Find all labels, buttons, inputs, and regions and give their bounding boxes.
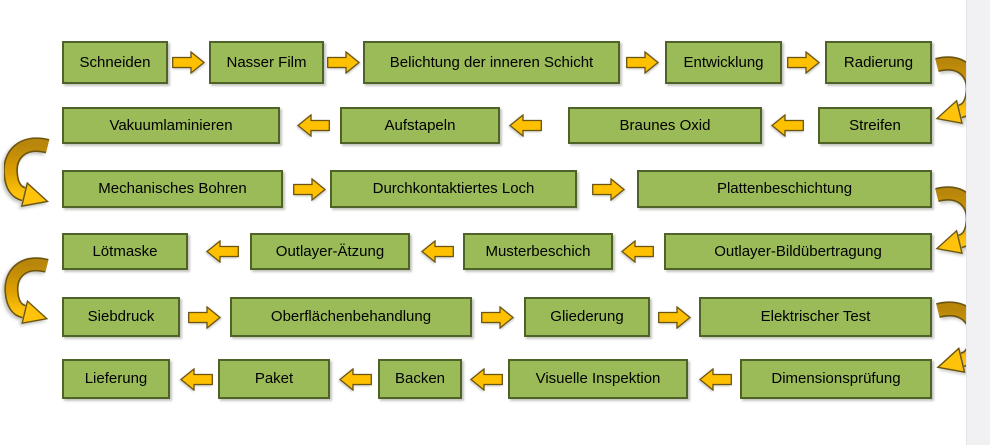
step-label: Aufstapeln [384, 116, 456, 134]
step-label: Gliederung [550, 308, 624, 326]
step-label: Paket [254, 370, 294, 388]
arrow-right-icon [626, 51, 659, 74]
step-label: Siebdruck [87, 308, 155, 326]
step-label: Musterbeschich [485, 242, 591, 260]
step-label: Lötmaske [92, 242, 158, 260]
step-label: Durchkontaktiertes Loch [372, 180, 535, 198]
arrow-left-icon [621, 240, 654, 263]
step-belichtung-der-inneren-schicht: Belichtung der inneren Schicht [363, 41, 620, 84]
step-visuelle-inspektion: Visuelle Inspektion [508, 359, 688, 399]
step-entwicklung: Entwicklung [665, 41, 782, 84]
step-label: Nasser Film [226, 53, 307, 71]
step-label: Dimensionsprüfung [771, 370, 901, 388]
arrow-left-icon [771, 114, 804, 137]
step-label: Elektrischer Test [760, 308, 871, 326]
step-lieferung: Lieferung [62, 359, 170, 399]
arrow-right-icon [327, 51, 360, 74]
step-label: Plattenbeschichtung [716, 180, 853, 198]
arrow-left-icon [699, 368, 732, 391]
arrow-right-icon [481, 306, 514, 329]
arrow-left-icon [180, 368, 213, 391]
step-label: Lieferung [84, 370, 148, 388]
step-braunes-oxid: Braunes Oxid [568, 107, 762, 144]
step-radierung: Radierung [825, 41, 932, 84]
arrow-left-icon [509, 114, 542, 137]
arrow-left-icon [206, 240, 239, 263]
step-paket: Paket [218, 359, 330, 399]
arrow-right-icon [592, 178, 625, 201]
step-mechanisches-bohren: Mechanisches Bohren [62, 170, 283, 208]
step-schneiden: Schneiden [62, 41, 168, 84]
step-siebdruck: Siebdruck [62, 297, 180, 337]
step-dimensionsprufung: Dimensionsprüfung [740, 359, 932, 399]
arrow-right-icon [787, 51, 820, 74]
arrow-left-icon [297, 114, 330, 137]
step-label: Entwicklung [683, 53, 764, 71]
right-margin-strip [966, 0, 990, 445]
step-label: Schneiden [79, 53, 151, 71]
step-label: Oberflächenbehandlung [270, 308, 432, 326]
arrow-left-icon [421, 240, 454, 263]
step-streifen: Streifen [818, 107, 932, 144]
step-musterbeschich: Musterbeschich [463, 233, 613, 270]
arrow-right-icon [293, 178, 326, 201]
u-turn-arrow-down-left-icon [4, 137, 58, 207]
step-label: Visuelle Inspektion [535, 370, 661, 388]
u-turn-arrow-down-left-icon [4, 257, 58, 324]
step-aufstapeln: Aufstapeln [340, 107, 500, 144]
step-plattenbeschichtung: Plattenbeschichtung [637, 170, 932, 208]
step-lotmaske: Lötmaske [62, 233, 188, 270]
arrow-left-icon [339, 368, 372, 391]
step-label: Belichtung der inneren Schicht [389, 53, 594, 71]
step-oberflachenbehandlung: Oberflächenbehandlung [230, 297, 472, 337]
arrow-right-icon [658, 306, 691, 329]
step-durchkontaktiertes-loch: Durchkontaktiertes Loch [330, 170, 577, 208]
step-backen: Backen [378, 359, 462, 399]
step-label: Backen [394, 370, 446, 388]
arrow-left-icon [470, 368, 503, 391]
step-outlayer-atzung: Outlayer-Ätzung [250, 233, 410, 270]
step-label: Radierung [843, 53, 914, 71]
step-label: Outlayer-Bildübertragung [714, 242, 882, 260]
step-label: Vakuumlaminieren [109, 116, 233, 134]
step-label: Outlayer-Ätzung [275, 242, 385, 260]
step-elektrischer-test: Elektrischer Test [699, 297, 932, 337]
arrow-right-icon [172, 51, 205, 74]
step-outlayer-bildubertragung: Outlayer-Bildübertragung [664, 233, 932, 270]
step-label: Mechanisches Bohren [98, 180, 247, 198]
step-label: Streifen [849, 116, 901, 134]
step-nasser-film: Nasser Film [209, 41, 324, 84]
step-label: Braunes Oxid [619, 116, 711, 134]
step-vakuumlaminieren: Vakuumlaminieren [62, 107, 280, 144]
step-gliederung: Gliederung [524, 297, 650, 337]
arrow-right-icon [188, 306, 221, 329]
